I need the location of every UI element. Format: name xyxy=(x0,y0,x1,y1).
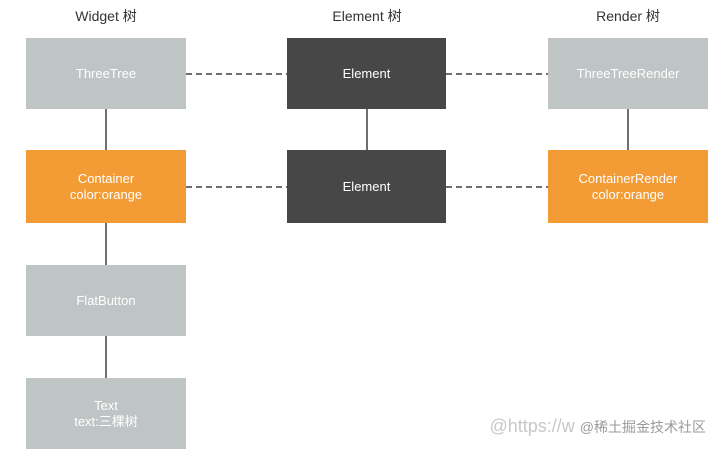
render-tree-title: Render 树 xyxy=(596,8,660,24)
watermark: @https://w @稀土掘金技术社区 xyxy=(489,416,706,437)
widget-node-container: Container color:orange xyxy=(26,150,186,223)
render-node-containerrender-color: color:orange xyxy=(591,186,665,202)
render-node-threetreerender-label: ThreeTreeRender xyxy=(576,65,680,81)
widget-node-flatbutton: FlatButton xyxy=(26,265,186,336)
render-node-containerrender: ContainerRender color:orange xyxy=(548,150,708,223)
element-node-top: Element xyxy=(287,38,446,109)
widget-node-container-label: Container xyxy=(77,170,135,186)
element-node-top-label: Element xyxy=(342,65,391,81)
element-node-bottom-label: Element xyxy=(342,178,391,194)
render-node-containerrender-label: ContainerRender xyxy=(578,170,678,186)
watermark-url: @https://w xyxy=(489,416,575,436)
widget-tree-title: Widget 树 xyxy=(75,8,137,24)
widget-node-text-value: text:三棵树 xyxy=(74,413,138,429)
widget-node-threetree: ThreeTree xyxy=(26,38,186,109)
element-node-bottom: Element xyxy=(287,150,446,223)
widget-node-text: Text text:三棵树 xyxy=(26,378,186,449)
element-tree-title: Element 树 xyxy=(332,8,402,24)
widget-node-text-label: Text xyxy=(94,397,118,413)
widget-node-container-color: color:orange xyxy=(69,186,143,202)
widget-node-threetree-label: ThreeTree xyxy=(75,65,137,81)
widget-node-flatbutton-label: FlatButton xyxy=(76,292,136,308)
watermark-brand: @稀土掘金技术社区 xyxy=(579,419,706,435)
render-node-threetreerender: ThreeTreeRender xyxy=(548,38,708,109)
